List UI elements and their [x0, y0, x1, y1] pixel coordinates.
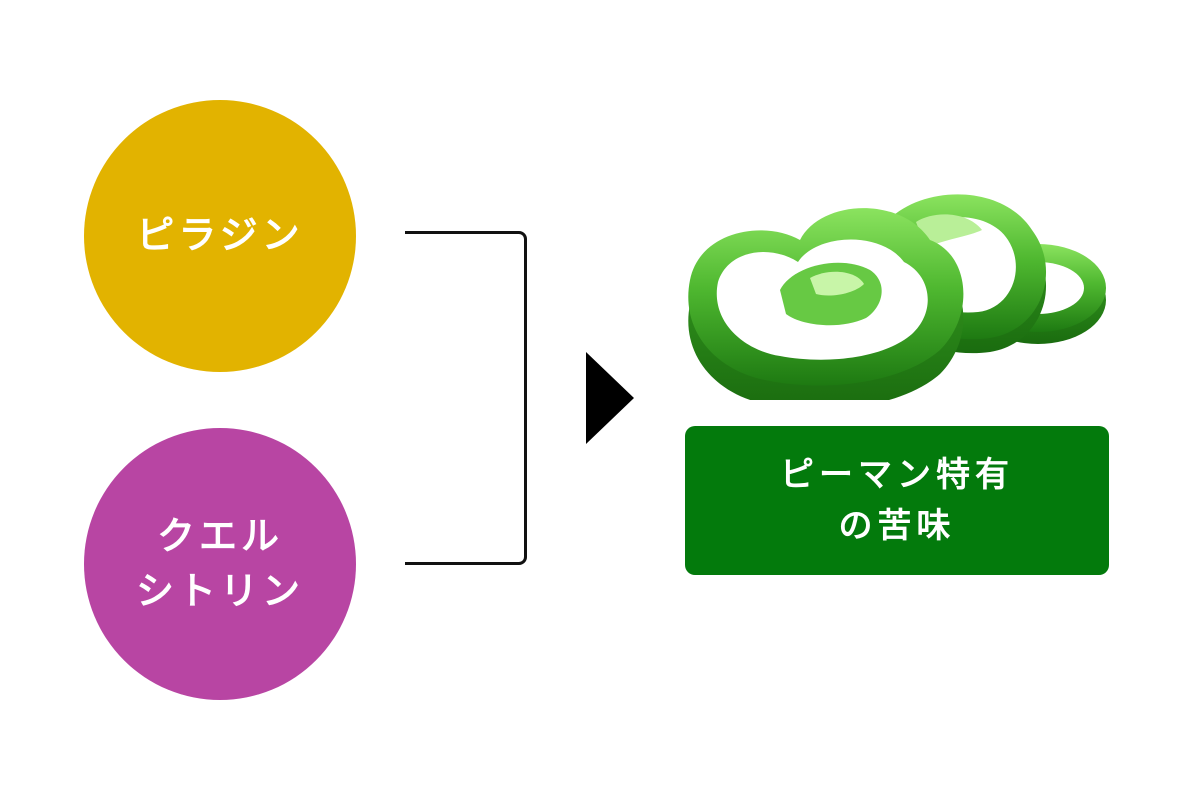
pyrazine-label: ピラジン: [136, 213, 304, 258]
pyrazine-circle: ピラジン: [84, 100, 356, 372]
result-label: ピーマン特有 の苦味: [780, 454, 1014, 546]
combine-bracket: [405, 231, 527, 565]
arrow-right-icon: [586, 352, 634, 444]
quercitrin-label: クエル シトリン: [135, 513, 304, 613]
green-pepper-image: [670, 170, 1120, 410]
quercitrin-circle: クエル シトリン: [84, 428, 356, 700]
pepper-slice-front: [688, 208, 964, 410]
result-box: ピーマン特有 の苦味: [685, 426, 1109, 575]
